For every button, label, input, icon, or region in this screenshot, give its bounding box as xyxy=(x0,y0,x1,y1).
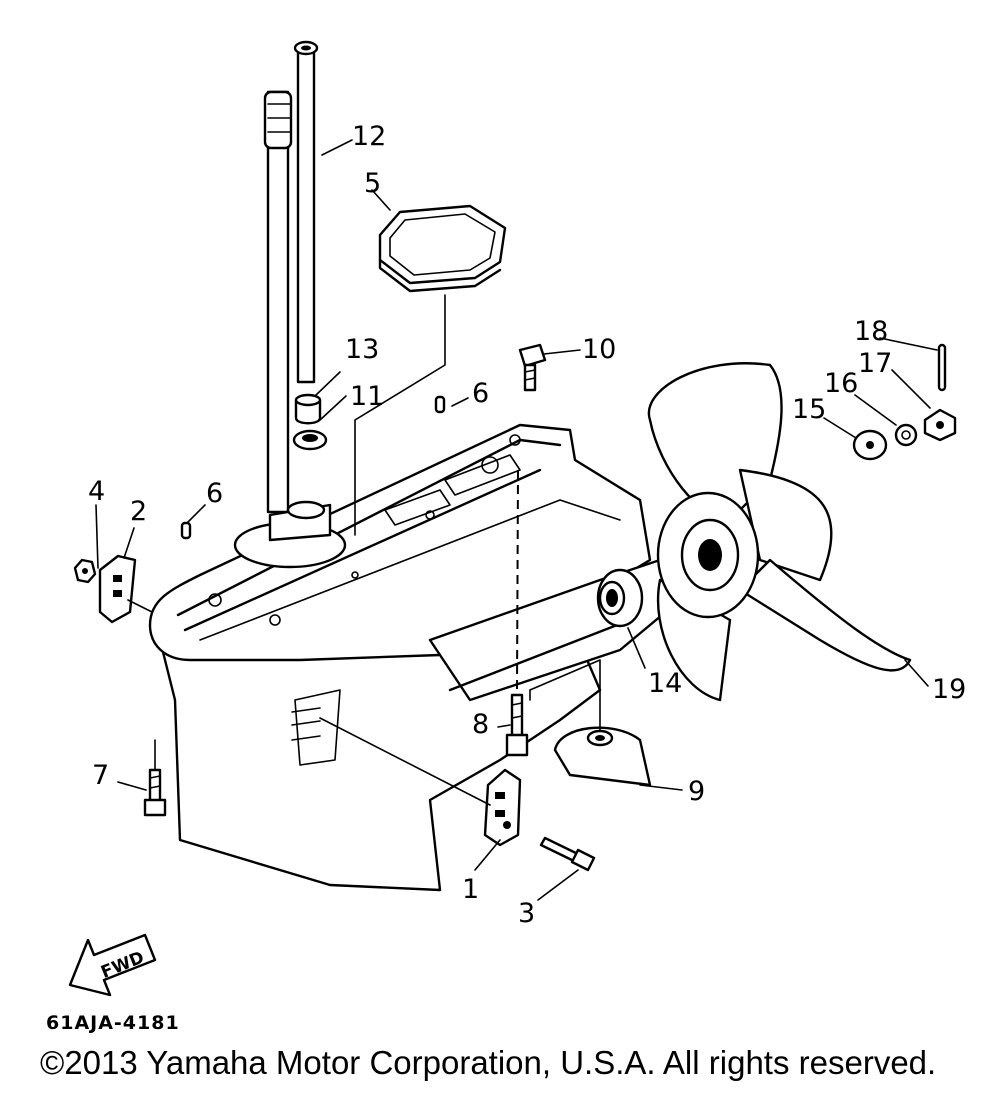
part-label-2: 2 xyxy=(130,496,147,527)
trim-tab xyxy=(553,726,652,787)
diagram-code: 61AJA-4181 xyxy=(46,1012,180,1034)
part-label-14: 14 xyxy=(648,668,682,699)
assembly-lines xyxy=(154,294,601,806)
part-label-9: 9 xyxy=(688,776,705,807)
bushing-and-oil-seal xyxy=(292,393,328,451)
part-label-13: 13 xyxy=(345,334,379,365)
propeller-nut xyxy=(923,408,957,442)
part-label-18: 18 xyxy=(854,316,888,347)
part-label-4: 4 xyxy=(88,476,105,507)
bolt xyxy=(518,343,547,392)
part-label-6b: 6 xyxy=(472,378,489,409)
screw xyxy=(539,836,596,872)
part-label-15: 15 xyxy=(792,394,826,425)
drive-shaft xyxy=(263,90,293,514)
part-label-5: 5 xyxy=(364,168,381,199)
propeller xyxy=(647,362,912,702)
washer xyxy=(894,423,918,447)
part-label-8: 8 xyxy=(472,709,489,740)
bolt xyxy=(505,693,529,757)
spacer-washer xyxy=(852,429,888,461)
part-label-10: 10 xyxy=(582,334,616,365)
leader-lines xyxy=(95,139,938,901)
part-label-1: 1 xyxy=(462,874,479,905)
bolt xyxy=(143,768,167,817)
part-label-3: 3 xyxy=(518,898,535,929)
dowel-pin xyxy=(180,521,192,540)
anode-lower xyxy=(483,768,522,847)
lower-casing xyxy=(148,423,682,892)
part-label-12: 12 xyxy=(352,121,386,152)
thrust-washer xyxy=(596,568,644,628)
forward-direction-arrow: FWD xyxy=(68,933,157,997)
part-label-6a: 6 xyxy=(206,478,223,509)
part-label-7: 7 xyxy=(92,760,109,791)
part-label-17: 17 xyxy=(858,348,892,379)
part-number-labels: 1 2 3 4 5 6 6 7 8 9 10 11 12 13 14 15 16… xyxy=(88,121,966,929)
copyright-notice: ©2013 Yamaha Motor Corporation, U.S.A. A… xyxy=(40,1044,937,1081)
shift-rod xyxy=(293,40,319,384)
dowel-pin xyxy=(434,395,446,414)
anode-upper xyxy=(98,554,137,624)
gasket xyxy=(378,204,507,293)
part-label-19: 19 xyxy=(932,674,966,705)
cotter-pin xyxy=(937,343,947,392)
nut xyxy=(73,558,97,584)
part-label-11: 11 xyxy=(350,381,384,412)
part-label-16: 16 xyxy=(824,368,858,399)
